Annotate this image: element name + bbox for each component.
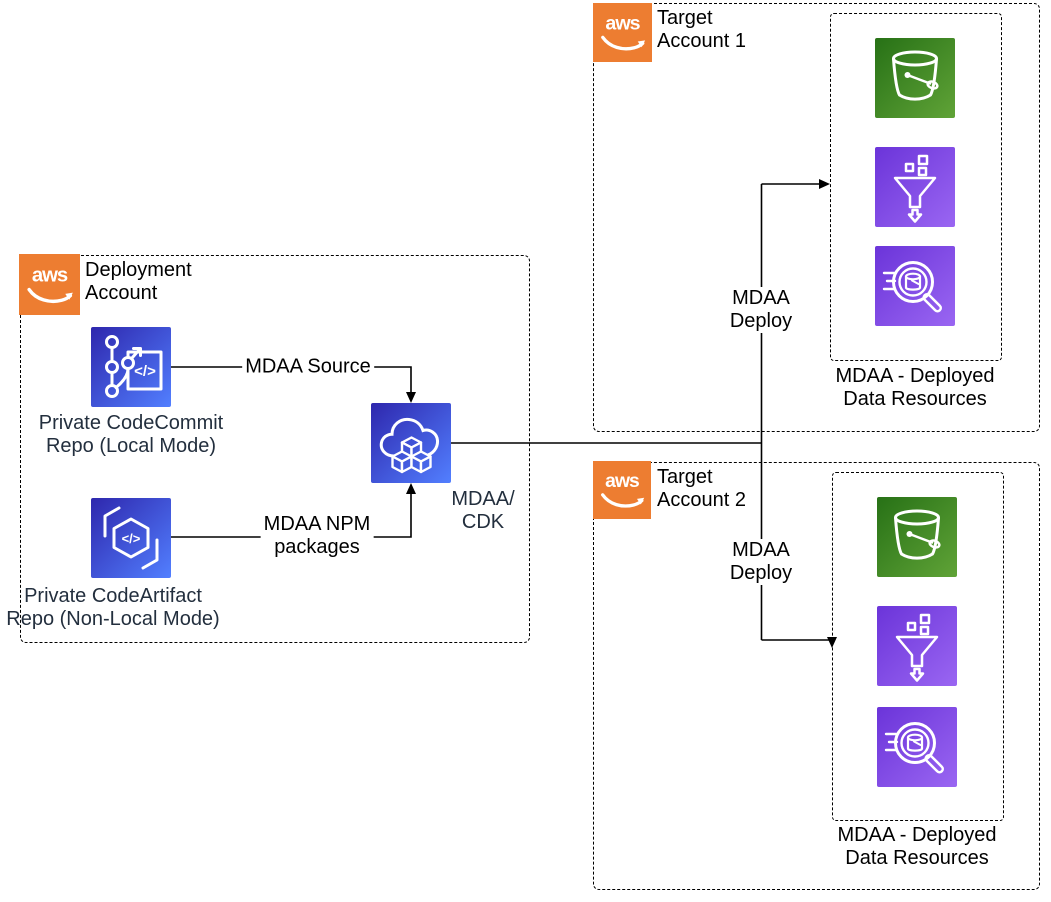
deployment-account-box	[20, 255, 530, 643]
target-account-2-title: Target Account 2	[657, 466, 746, 512]
cdk-icon	[371, 403, 451, 483]
svg-text:aws: aws	[605, 471, 639, 492]
deployed-resources-box-1	[830, 13, 1002, 361]
mdaa-deploy-label-1: MDAA Deploy	[726, 287, 796, 333]
svg-text:</>: </>	[134, 363, 156, 380]
aws-logo: aws	[593, 3, 652, 62]
codecommit-caption: Private CodeCommit Repo (Local Mode)	[38, 412, 224, 457]
cdk-label: MDAA/ CDK	[451, 488, 515, 533]
target-account-2-box	[593, 462, 1040, 890]
glue-funnel-icon	[875, 147, 955, 227]
s3-bucket-icon	[875, 38, 955, 118]
deployment-account-title: Deployment Account	[85, 259, 192, 305]
aws-logo: aws	[19, 254, 80, 315]
s3-bucket-icon	[877, 497, 957, 577]
svg-text:aws: aws	[605, 13, 640, 35]
codeartifact-caption: Private CodeArtifact Repo (Non-Local Mod…	[6, 585, 220, 630]
athena-icon	[877, 707, 957, 787]
codeartifact-icon: </>	[91, 498, 171, 578]
deployed-resources-caption-1: MDAA - Deployed Data Resources	[835, 365, 995, 410]
target-account-1-box	[593, 3, 1040, 432]
mdaa-npm-label: MDAA NPM packages	[260, 513, 374, 559]
deployed-resources-caption-2: MDAA - Deployed Data Resources	[837, 824, 997, 869]
aws-logo-text: aws	[32, 264, 68, 286]
codecommit-icon: </>	[91, 327, 171, 407]
athena-icon	[875, 246, 955, 326]
target-account-1-title: Target Account 1	[657, 7, 746, 53]
mdaa-source-label: MDAA Source	[242, 355, 374, 379]
aws-logo: aws	[593, 461, 651, 519]
mdaa-deploy-label-2: MDAA Deploy	[726, 539, 796, 585]
svg-text:</>: </>	[122, 531, 141, 546]
glue-funnel-icon	[877, 606, 957, 686]
